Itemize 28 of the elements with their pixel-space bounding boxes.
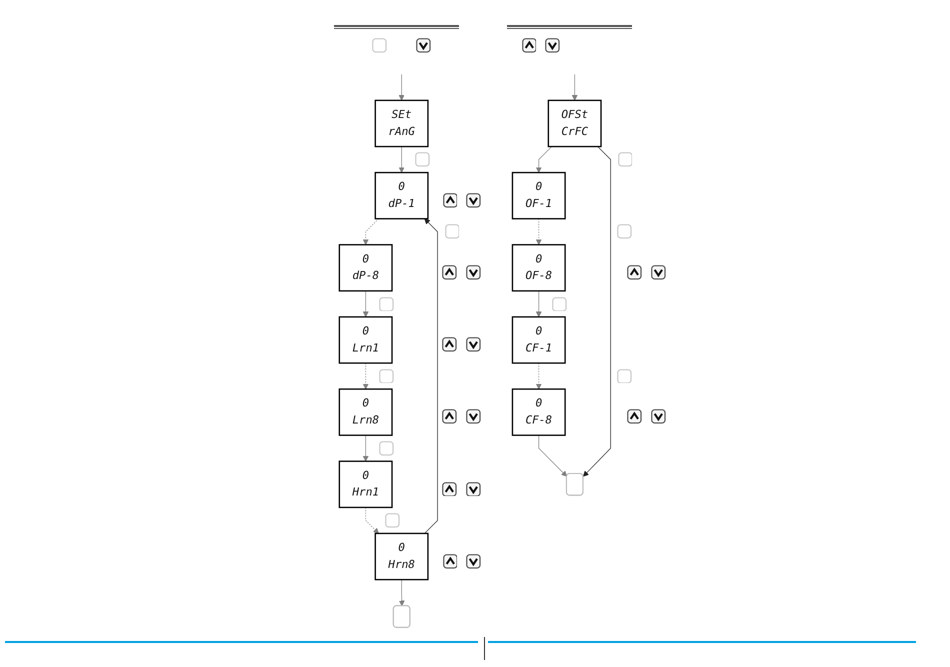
node-box: 0 CF-1: [512, 316, 566, 364]
node-box: 0 dP-1: [374, 172, 429, 220]
node-box: 0 Hrn1: [338, 460, 393, 508]
arrow: [362, 362, 369, 390]
node-box: OFSt CrFC: [548, 100, 602, 148]
arrow: [362, 218, 379, 245]
arrow: [536, 146, 552, 173]
arrow: [538, 434, 568, 477]
node-box: SEt rAnG: [374, 100, 429, 148]
node-box: 0 Hrn8: [374, 532, 429, 580]
arrow: [536, 290, 542, 318]
arrow: [536, 218, 542, 245]
arrow: [365, 507, 379, 534]
node-box: 0 Lrn8: [338, 388, 393, 436]
arrow: [582, 146, 611, 477]
node-box: 0 CF-8: [512, 388, 566, 436]
arrow: [362, 434, 369, 462]
arrow: [536, 362, 542, 390]
arrow: [572, 74, 578, 101]
arrow: [398, 146, 404, 173]
node-box: 0 OF-8: [512, 244, 566, 292]
arrow: [424, 218, 438, 534]
arrow: [398, 74, 404, 101]
node-box: 0 OF-1: [512, 172, 566, 220]
node-box: 0 dP-8: [338, 244, 393, 292]
arrow: [398, 579, 405, 606]
node-box: 0 Lrn1: [338, 316, 393, 364]
arrow: [362, 290, 369, 318]
